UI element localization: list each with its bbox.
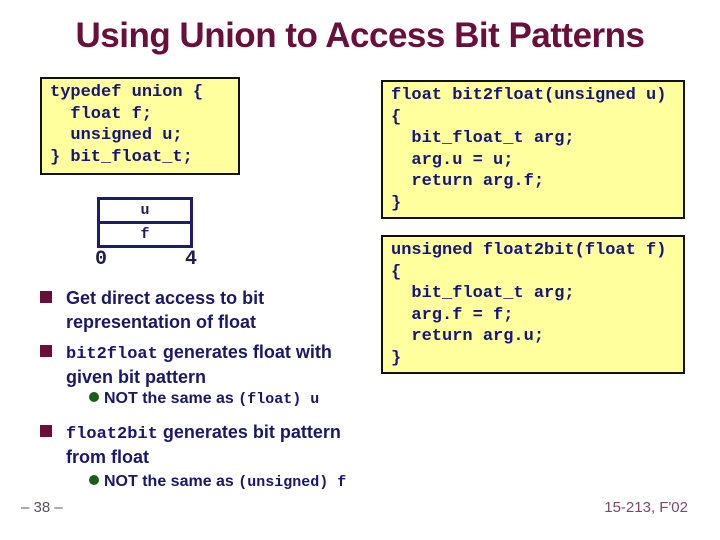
code-box-typedef: typedef union { float f; unsigned u; } b… xyxy=(40,77,240,175)
code-line: unsigned float2bit(float f) xyxy=(391,241,667,260)
code-line: arg.f = f; xyxy=(391,305,514,325)
code-line: return arg.u; xyxy=(391,327,545,346)
code-line: typedef union { xyxy=(50,83,204,102)
square-bullet-icon xyxy=(40,425,52,437)
code-line: { xyxy=(391,262,402,282)
code-line: unsigned u; xyxy=(50,126,183,145)
code-line: bit_float_t arg; xyxy=(391,129,575,148)
page-title: Using Union to Access Bit Patterns xyxy=(75,16,645,55)
bullet-item: float2bit generates bit pattern from flo… xyxy=(40,421,341,470)
bullet-text-line: NOT the same as (unsigned) f xyxy=(104,473,347,491)
bullet-item: Get direct access to bit representation … xyxy=(40,287,264,335)
circle-bullet-icon xyxy=(89,475,99,485)
byte-offset-labels: 0 4 xyxy=(95,248,197,271)
bullet-text-line: NOT the same as (float) u xyxy=(104,390,320,408)
bullet-item: bit2float generates float with given bit… xyxy=(40,341,332,390)
bullet-text-line: representation of float xyxy=(66,312,257,332)
square-bullet-icon xyxy=(40,345,52,357)
code-line: { xyxy=(391,107,402,127)
bullet-text-line: from float xyxy=(66,447,149,467)
union-field-f-cell: f xyxy=(97,224,193,248)
sub-bullet-item: NOT the same as (unsigned) f xyxy=(89,471,346,493)
code-line: } bit_float_t; xyxy=(50,147,193,167)
code-line: return arg.f; xyxy=(391,172,545,191)
code-line: float bit2float(unsigned u) xyxy=(391,86,667,105)
byte-offset-left-label: 0 xyxy=(95,248,108,271)
bullet-text-line: bit2float generates float with xyxy=(66,342,332,364)
circle-bullet-icon xyxy=(89,392,99,402)
code-line: arg.u = u; xyxy=(391,150,514,170)
code-line: } xyxy=(391,193,402,213)
square-bullet-icon xyxy=(40,291,52,303)
sub-bullet-item: NOT the same as (float) u xyxy=(89,388,319,410)
footer-course-label: 15-213, F'02 xyxy=(604,499,688,516)
byte-offset-right-label: 4 xyxy=(184,248,197,271)
union-memory-diagram: u f xyxy=(97,197,193,248)
union-field-u-cell: u xyxy=(97,197,193,224)
bullet-text-line: given bit pattern xyxy=(66,367,207,387)
code-box-float2bit: unsigned float2bit(float f) { bit_float_… xyxy=(381,235,685,374)
bullet-text-line: Get direct access to bit xyxy=(66,288,265,308)
bullet-text-line: float2bit generates bit pattern xyxy=(66,422,341,444)
code-line: } xyxy=(391,348,402,368)
code-box-bit2float: float bit2float(unsigned u) { bit_float_… xyxy=(381,80,685,219)
code-line: float f; xyxy=(50,104,153,124)
code-line: bit_float_t arg; xyxy=(391,284,575,303)
footer-page-number: – 38 – xyxy=(21,499,63,516)
